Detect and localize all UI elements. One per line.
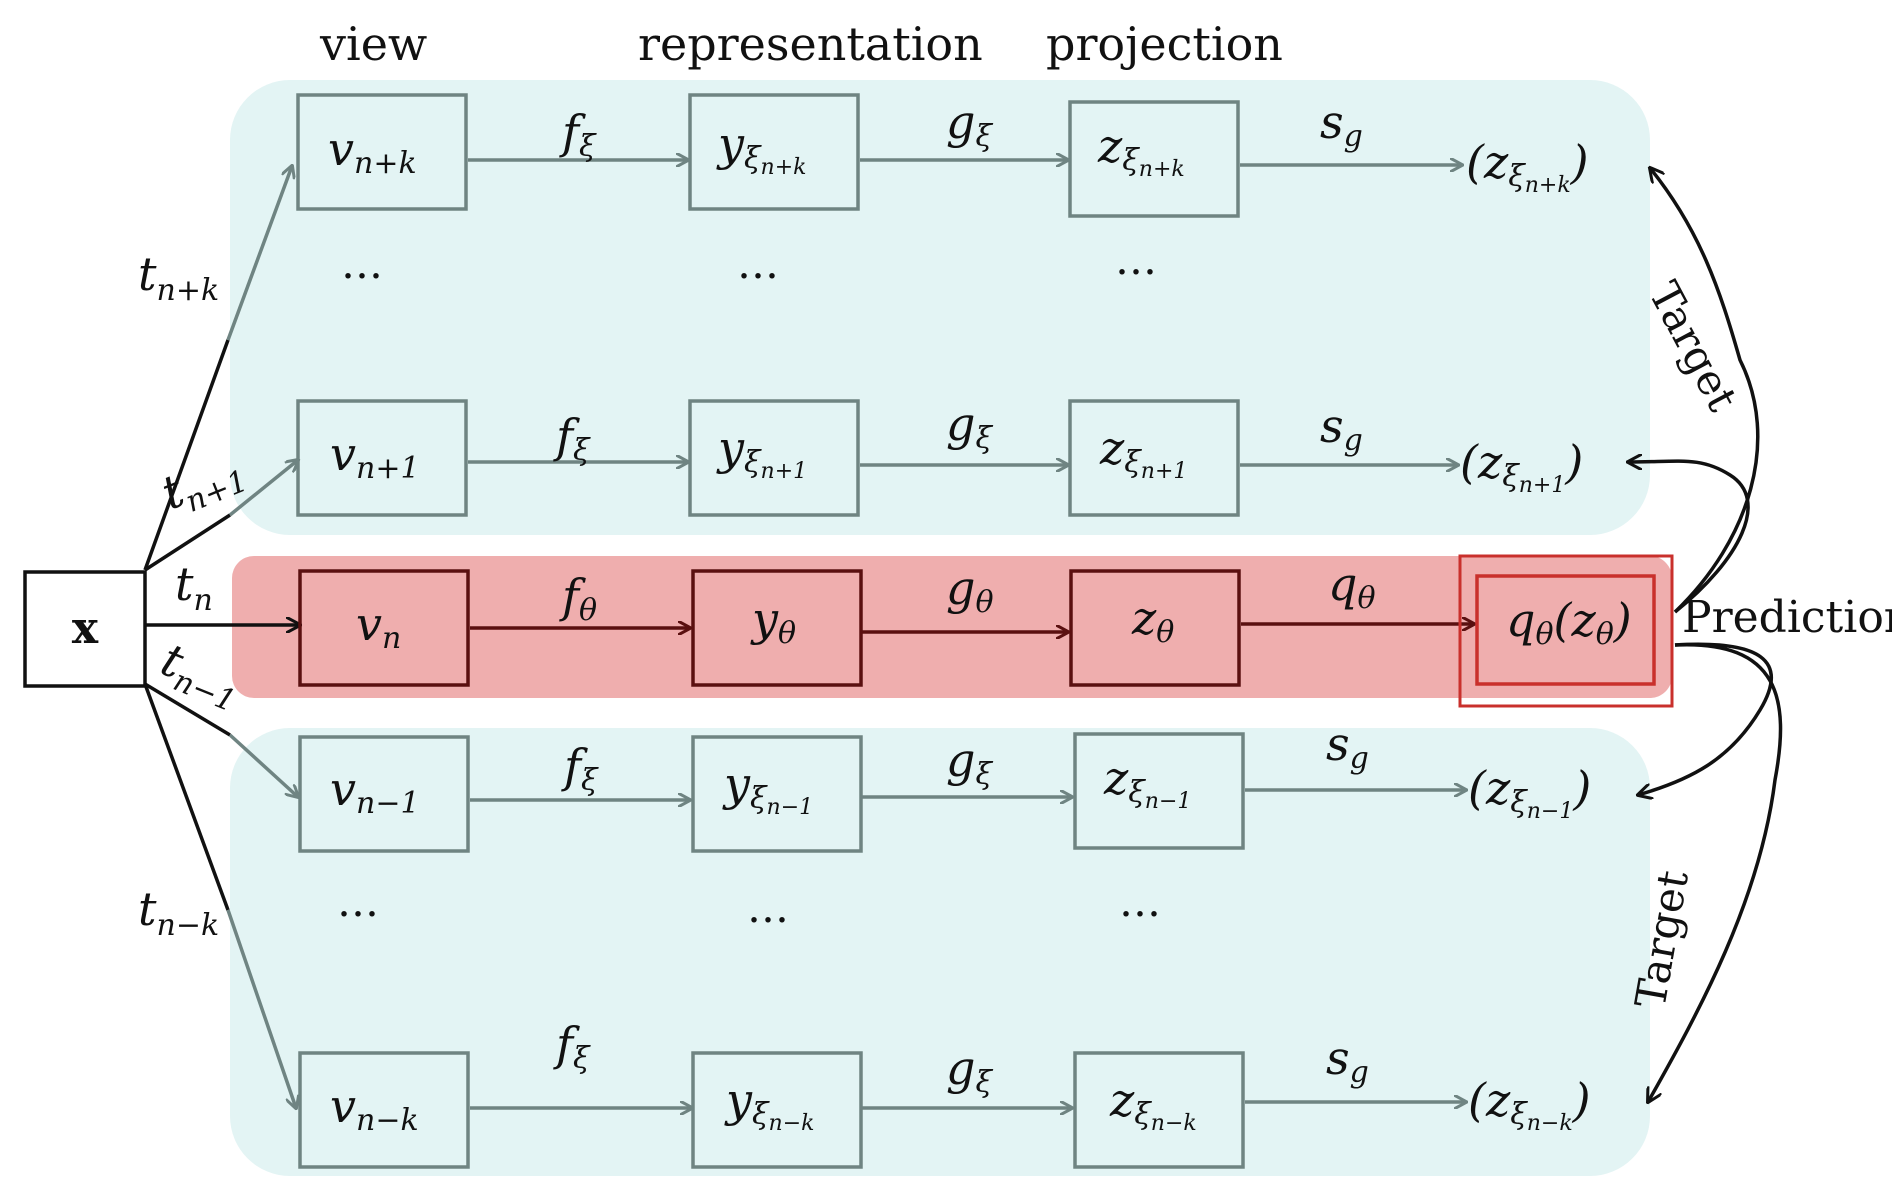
view-box-n-plus-1 [296, 399, 468, 517]
header-representation: representation [638, 17, 983, 71]
row-n-minus-1: vn−1 fξ yξn−1 gξ zξn−1 sg (zξn−1) [298, 717, 1591, 853]
view-label-n-minus-k: vn−k [330, 1079, 419, 1138]
s-label-n-minus-k: sg [1326, 1031, 1369, 1090]
row-n-online: vn fθ yθ gθ zθ qθ qθ(zθ) [298, 554, 1674, 708]
output-n-plus-1: (zξn+1) [1460, 435, 1583, 498]
proj-box-n-minus-1 [1073, 732, 1245, 850]
edge-label-t-n-plus-k: tn+k [138, 247, 219, 308]
target-band-bottom [230, 728, 1650, 1176]
edge-label-t-n-minus-k: tn−k [138, 882, 219, 943]
edge-n-minus-1 [228, 733, 298, 797]
proj-label-n-plus-1: zξn+1 [1099, 421, 1187, 484]
rep-label-n-minus-1: yξn−1 [722, 757, 813, 820]
edge-nk-black [143, 339, 230, 571]
ellipsis-rep-bottom: … [747, 883, 789, 932]
g-label-n-plus-1: gξ [946, 397, 993, 456]
view-label-n: vn [356, 597, 401, 656]
g-label-n-minus-1: gξ [946, 733, 993, 792]
proj-box-n-plus-1 [1068, 399, 1240, 517]
rep-box-n-plus-k [688, 93, 860, 211]
s-label-n-plus-1: sg [1320, 399, 1363, 458]
view-box-n-plus-k [296, 93, 468, 211]
prediction-label-math: qθ(zθ) [1506, 593, 1632, 652]
ellipsis-view-top: … [341, 239, 383, 288]
view-box-n [298, 569, 470, 687]
proj-box-n [1069, 569, 1241, 687]
curve-pred-to-n-minus-1 [1638, 642, 1773, 795]
output-n-minus-k: (zξn−k) [1468, 1073, 1591, 1136]
ellipsis-proj-bottom: … [1119, 877, 1161, 926]
view-label-n-plus-k: vn+k [328, 122, 417, 181]
row-n-plus-1: vn+1 fξ yξn+1 gξ zξn+1 sg (zξn+1) [296, 397, 1583, 517]
g-label-n-plus-k: gξ [946, 95, 993, 154]
proj-label-n-minus-1: zξn−1 [1103, 751, 1191, 814]
online-band [232, 556, 1672, 698]
rep-label-n-plus-k: yξn+k [716, 117, 806, 180]
g-label-n: gθ [946, 561, 994, 620]
s-label-n-minus-1: sg [1326, 717, 1369, 776]
row-n-minus-k: vn−k fξ yξn−k gξ zξn−k sg (zξn−k) [298, 1017, 1591, 1169]
curve-pred-to-n-plus-k [1650, 168, 1760, 614]
rep-label-n-plus-1: yξn+1 [716, 421, 807, 484]
prediction-text: Prediction [1682, 592, 1892, 643]
rep-box-n-minus-k [691, 1051, 863, 1169]
view-box-n-minus-1 [298, 735, 470, 853]
edge-nmk-black [143, 683, 230, 911]
input-label: x [72, 603, 99, 654]
view-label-n-plus-1: vn+1 [330, 427, 420, 486]
f-label-n: fθ [559, 569, 597, 628]
s-label-n-plus-k: sg [1320, 95, 1363, 154]
edge-n1-black [144, 513, 231, 572]
proj-box-n-minus-k [1073, 1051, 1245, 1169]
proj-box-n-plus-k [1068, 100, 1240, 218]
view-label-n-minus-1: vn−1 [330, 762, 420, 821]
edge-n-minus-k [226, 909, 296, 1108]
ellipsis-view-bottom: … [337, 877, 379, 926]
rep-box-n [691, 569, 863, 687]
target-band-top [230, 80, 1650, 535]
prediction-inner-box [1475, 574, 1656, 686]
g-label-n-minus-k: gξ [946, 1041, 993, 1100]
header-view: view [319, 17, 427, 71]
view-box-n-minus-k [298, 1051, 470, 1169]
edge-n-plus-1 [228, 460, 298, 517]
rep-label-n: yθ [750, 592, 796, 651]
edge-label-t-n: tn [175, 557, 213, 618]
proj-label-n-plus-k: zξn+k [1097, 119, 1185, 182]
q-label-n: qθ [1328, 557, 1376, 616]
ellipsis-proj-top: … [1115, 235, 1157, 284]
edge-nm1-black [144, 682, 231, 737]
header-projection: projection [1046, 17, 1283, 71]
input-box [23, 570, 147, 688]
edge-n-plus-k [226, 166, 292, 341]
curve-pred-to-n-minus-k [1648, 643, 1783, 1102]
rep-box-n-minus-1 [691, 735, 863, 853]
curve-pred-to-n-plus-1 [1628, 461, 1750, 614]
target-label-top: Target [1639, 274, 1747, 419]
proj-label-n: zθ [1131, 591, 1174, 650]
output-n-plus-k: (zξn+k) [1466, 135, 1589, 198]
rep-box-n-plus-1 [688, 399, 860, 517]
ellipsis-rep-top: … [737, 239, 779, 288]
prediction-outer-box [1458, 554, 1674, 708]
proj-label-n-minus-k: zξn−k [1109, 1073, 1197, 1136]
output-n-minus-1: (zξn−1) [1468, 761, 1591, 824]
rep-label-n-minus-k: yξn−k [724, 1073, 814, 1136]
